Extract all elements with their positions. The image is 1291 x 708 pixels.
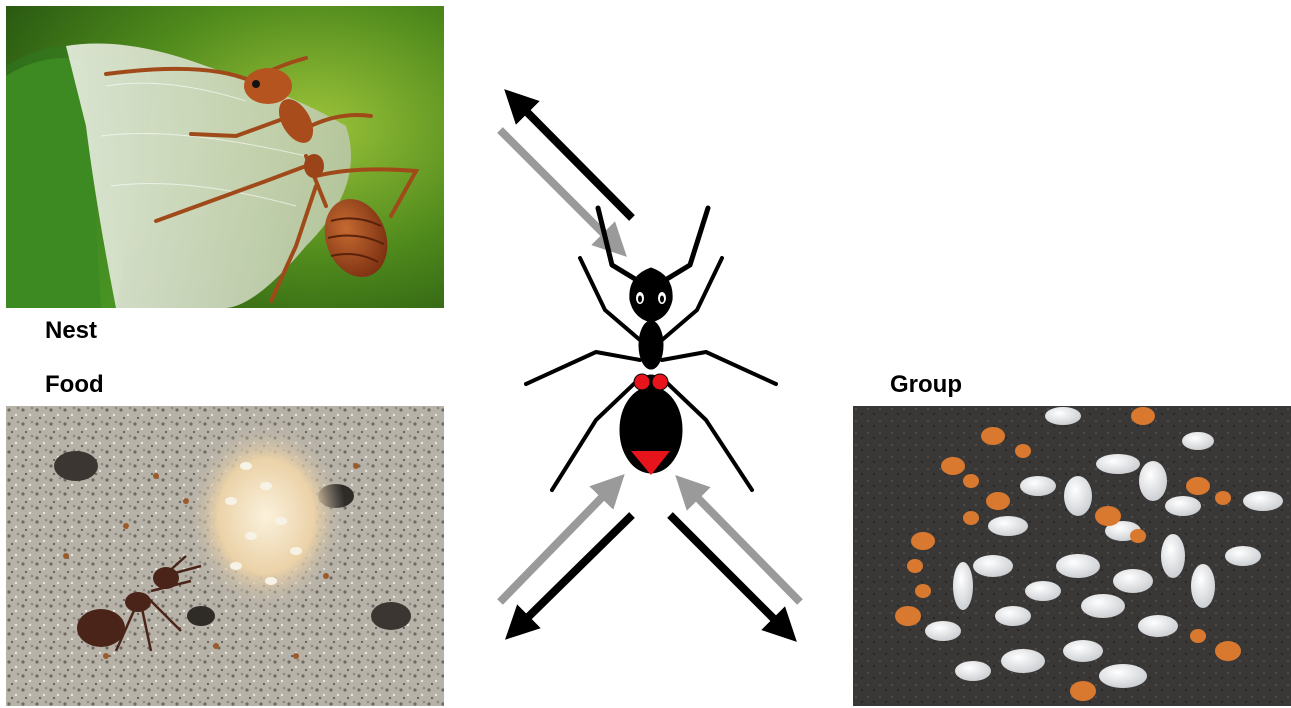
arrow-from-food: [500, 486, 613, 602]
arrow-from-nest: [500, 130, 615, 245]
label-group: Group: [890, 373, 962, 397]
gland-marker-left: [634, 374, 650, 390]
group-photo: [853, 406, 1291, 706]
food-photo: [6, 406, 444, 706]
ant-silhouette-icon: [526, 208, 776, 490]
ant-right-eye: [658, 292, 666, 304]
arrow-to-group: [670, 515, 785, 630]
gland-marker-triangle: [631, 451, 670, 475]
label-nest: Nest: [45, 319, 97, 343]
arrow-to-nest: [516, 101, 632, 218]
ant-left-eye: [636, 292, 644, 304]
label-food: Food: [45, 373, 104, 397]
arrow-from-group: [687, 487, 800, 602]
nest-photo: [6, 6, 444, 308]
gland-marker-right: [652, 374, 668, 390]
arrow-to-food: [517, 515, 632, 628]
